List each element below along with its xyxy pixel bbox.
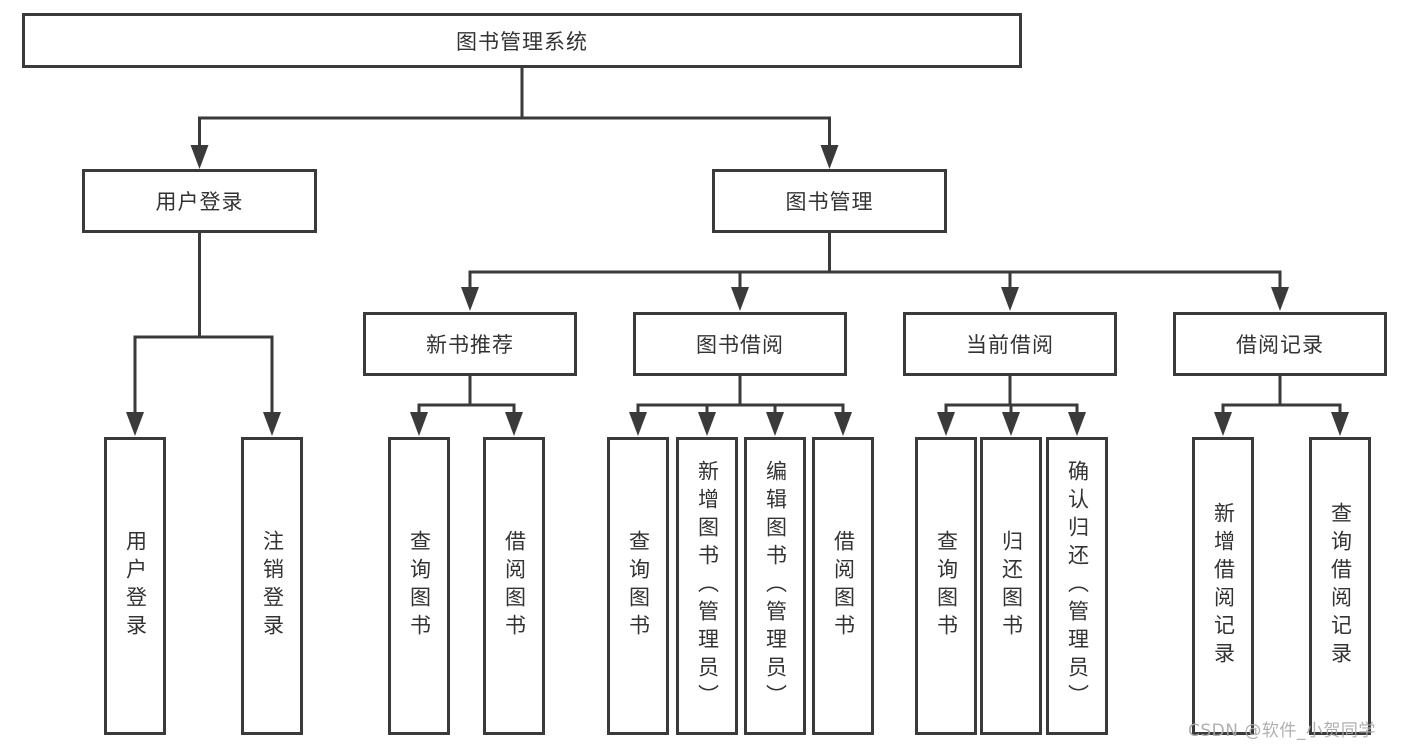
node-book-borrow: 图书借阅: [633, 312, 847, 376]
node-label: 图书管理系统: [456, 29, 588, 54]
node-borrow-records: 借阅记录: [1173, 312, 1387, 376]
leaf-query-books-borrow: 查询图书: [607, 437, 669, 735]
leaf-label: 注销登录: [260, 530, 285, 642]
node-label: 用户登录: [155, 190, 244, 214]
leaf-confirm-return-admin: 确认归还（管理员）: [1046, 437, 1108, 735]
leaf-label: 确认归还（管理员）: [1065, 460, 1090, 712]
leaf-label: 归还图书: [999, 530, 1024, 642]
node-book-management: 图书管理: [712, 169, 947, 233]
leaf-label: 编辑图书（管理员）: [763, 460, 788, 712]
leaf-label: 查询图书: [934, 530, 959, 642]
leaf-user-login: 用户登录: [104, 437, 166, 735]
node-label: 当前借阅: [966, 333, 1054, 357]
leaf-label: 查询图书: [407, 530, 432, 642]
leaf-label: 新增借阅记录: [1211, 502, 1236, 670]
leaf-edit-books-admin: 编辑图书（管理员）: [744, 437, 806, 735]
node-label: 图书管理: [785, 190, 874, 214]
leaf-query-books-current: 查询图书: [915, 437, 977, 735]
leaf-label: 新增图书（管理员）: [695, 460, 720, 712]
leaf-label: 借阅图书: [502, 530, 527, 642]
node-user-login: 用户登录: [82, 169, 317, 233]
leaf-add-borrow-record: 新增借阅记录: [1192, 437, 1254, 735]
node-label: 图书借阅: [696, 333, 784, 357]
leaf-query-books-recommend: 查询图书: [388, 437, 450, 735]
node-new-book-recommend: 新书推荐: [363, 312, 577, 376]
leaf-logout: 注销登录: [241, 437, 303, 735]
csdn-watermark: CSDN @软件_小贺同学: [1188, 721, 1376, 741]
node-label: 新书推荐: [426, 333, 514, 357]
leaf-label: 查询借阅记录: [1328, 502, 1353, 670]
node-current-borrow: 当前借阅: [903, 312, 1117, 376]
leaf-label: 借阅图书: [831, 530, 856, 642]
leaf-borrow-books-recommend: 借阅图书: [483, 437, 545, 735]
leaf-return-books: 归还图书: [980, 437, 1042, 735]
node-label: 借阅记录: [1236, 333, 1324, 357]
leaf-label: 用户登录: [123, 530, 148, 642]
leaf-query-borrow-record: 查询借阅记录: [1309, 437, 1371, 735]
node-root-system: 图书管理系统: [22, 13, 1022, 68]
leaf-borrow-books: 借阅图书: [812, 437, 874, 735]
leaf-add-books-admin: 新增图书（管理员）: [676, 437, 738, 735]
leaf-label: 查询图书: [626, 530, 651, 642]
